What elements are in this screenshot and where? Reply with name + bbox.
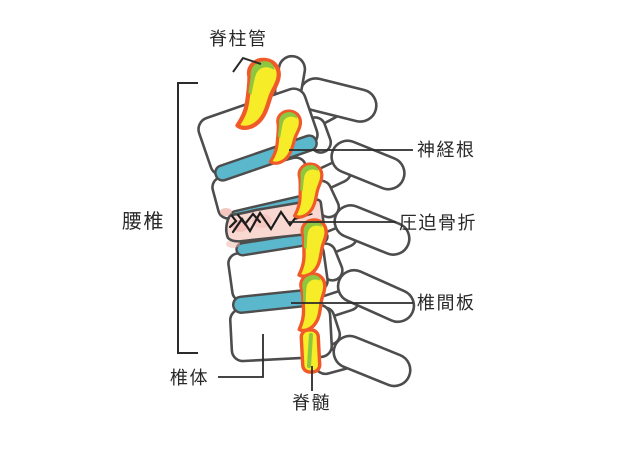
label-spinal-cord: 脊髄 — [292, 393, 331, 413]
nerve-roots — [237, 57, 329, 374]
spinous-lobe — [330, 139, 406, 191]
label-intervertebral-disc: 椎間板 — [417, 293, 476, 313]
spinous-lobe — [332, 334, 412, 388]
spinous-lobe — [336, 268, 416, 324]
label-compression-fracture: 圧迫骨折 — [399, 213, 477, 233]
spinal-canal-bracket — [232, 56, 262, 73]
lumbar-spine-bracket — [177, 82, 198, 354]
label-lumbar-spine: 腰椎 — [122, 211, 165, 233]
spinal-cord-shape — [299, 328, 322, 374]
label-spinal-canal: 脊柱管 — [209, 29, 268, 49]
label-nerve-root: 神経根 — [417, 140, 476, 160]
annotations — [177, 56, 413, 391]
vertebral-body-leader — [218, 334, 264, 378]
label-vertebral-body: 椎体 — [170, 368, 209, 388]
